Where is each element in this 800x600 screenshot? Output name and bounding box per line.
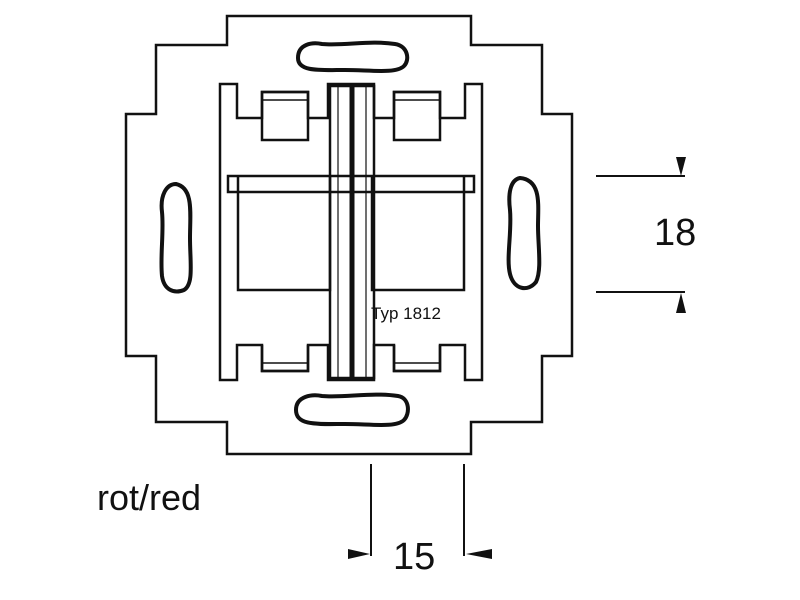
bottom-left-tab bbox=[260, 345, 310, 373]
dimension-18-label: 18 bbox=[654, 212, 697, 254]
top-left-tab bbox=[260, 90, 310, 142]
mounting-plate-outline bbox=[124, 14, 574, 456]
right-mounting-slot bbox=[506, 175, 542, 291]
dim-18-arrow-top bbox=[676, 157, 686, 176]
dimension-15-label: 15 bbox=[393, 536, 436, 578]
type-label: Typ 1812 bbox=[371, 304, 441, 323]
bottom-right-tab bbox=[392, 345, 442, 373]
dim-15-arrow-left bbox=[348, 549, 370, 559]
top-mounting-slot bbox=[295, 40, 410, 73]
left-mounting-slot bbox=[159, 181, 193, 294]
bottom-mounting-slot bbox=[293, 392, 410, 427]
horizontal-rail bbox=[226, 174, 476, 194]
color-note-label: rot/red bbox=[97, 477, 202, 518]
left-socket bbox=[236, 176, 332, 292]
dim-18-arrow-bottom bbox=[676, 293, 686, 313]
right-socket bbox=[370, 176, 466, 292]
dim-15-arrow-right bbox=[466, 549, 492, 559]
top-right-tab bbox=[392, 90, 442, 142]
